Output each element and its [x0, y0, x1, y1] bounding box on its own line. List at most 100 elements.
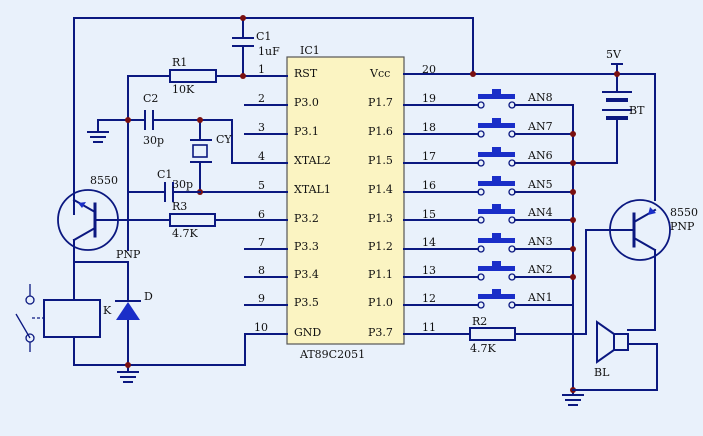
r1-ref: R1: [172, 56, 187, 69]
pin-num-6: 6: [258, 208, 265, 221]
pin-name-p1-7: P1.7: [368, 96, 393, 109]
pin-num-18: 18: [422, 121, 436, 134]
pin-name-p1-1: P1.1: [368, 268, 393, 281]
battery-bt: [602, 91, 632, 126]
ground-right: [562, 394, 584, 406]
battery-ref: BT: [629, 104, 645, 117]
button-an2[interactable]: [469, 261, 574, 281]
junction-vcc: [470, 71, 476, 77]
r2-resistor: [469, 327, 587, 341]
pin-num-5: 5: [258, 179, 265, 192]
q-right-ref: 8550: [670, 206, 698, 219]
button-label-an8: AN8: [527, 91, 553, 104]
pin-num-9: 9: [258, 292, 265, 305]
pin-name-p1-5: P1.5: [368, 154, 393, 167]
r3-resistor: [117, 213, 216, 227]
pin-num-2: 2: [258, 92, 265, 105]
pin-num-12: 12: [422, 292, 436, 305]
button-an8[interactable]: [469, 89, 574, 109]
r1-value: 10K: [172, 83, 195, 96]
capacitor-c1-top: [232, 37, 254, 47]
junction-5v: [614, 71, 620, 77]
pin-name-p3-1: P3.1: [294, 125, 319, 138]
c1-bottom-value: 30p: [172, 178, 193, 191]
pin-num-13: 13: [422, 264, 436, 277]
button-label-an5: AN5: [527, 178, 553, 191]
diode-ref: D: [144, 290, 153, 303]
crystal-ref: CY: [216, 133, 232, 146]
junction-rst: [240, 73, 246, 79]
button-an6[interactable]: [469, 119, 618, 167]
ic-part-label: AT89C2051: [299, 348, 365, 361]
button-label-an3: AN3: [527, 235, 553, 248]
pin-name-p1-3: P1.3: [368, 212, 393, 225]
pin-num-10: 10: [254, 321, 268, 334]
pin-name-p3-2: P3.2: [294, 212, 319, 225]
transistor-q-right: [585, 199, 671, 335]
button-label-an2: AN2: [527, 263, 553, 276]
pin-num-19: 19: [422, 92, 436, 105]
pin-num-11: 11: [422, 321, 436, 334]
crystal-cy: [190, 119, 233, 193]
pin-name-p1-2: P1.2: [368, 240, 393, 253]
ground-left: [117, 371, 139, 383]
r3-ref: R3: [172, 200, 187, 213]
pin-name-p1-6: P1.6: [368, 125, 393, 138]
junction-top: [240, 15, 246, 21]
pin-name-p1-0: P1.0: [368, 296, 393, 309]
capacitor-c1-bottom: [127, 182, 201, 202]
r2-ref: R2: [472, 315, 487, 328]
button-an1[interactable]: [469, 289, 574, 309]
junction-crystal-top: [197, 117, 203, 123]
relay-ref: K: [103, 304, 112, 317]
bus-junctions: [570, 131, 576, 393]
button-an5[interactable]: [469, 176, 574, 196]
relay-coil: [43, 299, 101, 338]
c2-value: 30p: [143, 134, 164, 147]
ic-body: [286, 56, 405, 345]
pin-num-7: 7: [258, 236, 265, 249]
button-label-an4: AN4: [527, 206, 553, 219]
relay-diode-wires: [73, 239, 246, 373]
supply-label: 5V: [606, 48, 622, 61]
q-left-ref: 8550: [90, 174, 118, 187]
c1-top-value: 1uF: [258, 45, 280, 58]
right-pin-stubs: [403, 104, 471, 335]
pin-name-p3-3: P3.3: [294, 240, 319, 253]
pin-name-p3-0: P3.0: [294, 96, 319, 109]
resistor-r1: [169, 69, 217, 83]
pin-num-16: 16: [422, 179, 436, 192]
button-label-an6: AN6: [527, 149, 553, 162]
transistor-q-left: [57, 189, 119, 251]
pin-num-14: 14: [422, 236, 436, 249]
buzzer-bl: [572, 320, 658, 391]
pnp-left-label: PNP: [116, 248, 141, 261]
pin-name-p3-4: P3.4: [294, 268, 319, 281]
diode-d: [115, 300, 141, 320]
pin-num-20: 20: [422, 63, 436, 76]
r2-value: 4.7K: [470, 342, 496, 355]
pin-name-vcc: Vcc: [369, 67, 390, 80]
pin-num-8: 8: [258, 264, 265, 277]
left-pin-stubs: [199, 75, 288, 335]
r3-value: 4.7K: [172, 227, 198, 240]
pin-num-15: 15: [422, 208, 436, 221]
button-an7[interactable]: [469, 118, 574, 138]
button-an3[interactable]: [469, 233, 574, 253]
ic-ref-label: IC1: [300, 44, 320, 57]
pin-name-rst: RST: [294, 67, 318, 80]
junction-gnd-c2: [125, 117, 131, 123]
pin-num-3: 3: [258, 121, 265, 134]
pin-name-p3-5: P3.5: [294, 296, 319, 309]
pin-name-p3-7: P3.7: [368, 326, 393, 339]
top-wires: [73, 17, 656, 215]
c1-bottom-ref: C1: [157, 168, 172, 181]
c1-top-ref: C1: [256, 30, 271, 43]
pin-num-1: 1: [258, 63, 265, 76]
buzzer-ref: BL: [594, 366, 610, 379]
button-an4[interactable]: [469, 204, 574, 224]
button-label-an1: AN1: [527, 291, 553, 304]
pin-num-17: 17: [422, 150, 436, 163]
relay-contact-switch: [15, 284, 44, 352]
